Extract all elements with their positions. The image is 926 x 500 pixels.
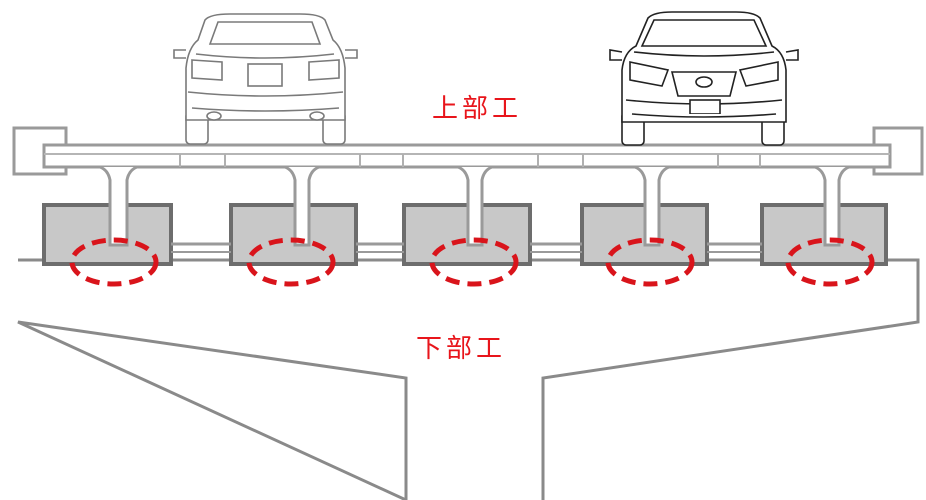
- pier-outline: [17, 258, 920, 500]
- bearing-highlight: [429, 237, 519, 287]
- bearing-highlights: [69, 237, 875, 287]
- bearing-highlight: [785, 237, 875, 287]
- superstructure-label: 上部工: [432, 94, 523, 124]
- front-car-icon: [609, 11, 799, 146]
- girders: [60, 165, 887, 247]
- bearing-highlight: [69, 237, 159, 287]
- substructure-label: 下部工: [416, 334, 507, 364]
- girder: [248, 165, 357, 247]
- rear-car-icon: [173, 13, 358, 145]
- bearing-block: [42, 203, 173, 266]
- girder: [60, 165, 178, 247]
- girder: [598, 165, 707, 247]
- girder: [778, 165, 887, 247]
- bearing-highlight: [246, 237, 336, 287]
- bearing-blocks: [42, 203, 888, 266]
- pier: [17, 258, 920, 500]
- bearing-highlight: [605, 237, 695, 287]
- girder: [420, 165, 530, 247]
- deck-slab: [42, 143, 892, 169]
